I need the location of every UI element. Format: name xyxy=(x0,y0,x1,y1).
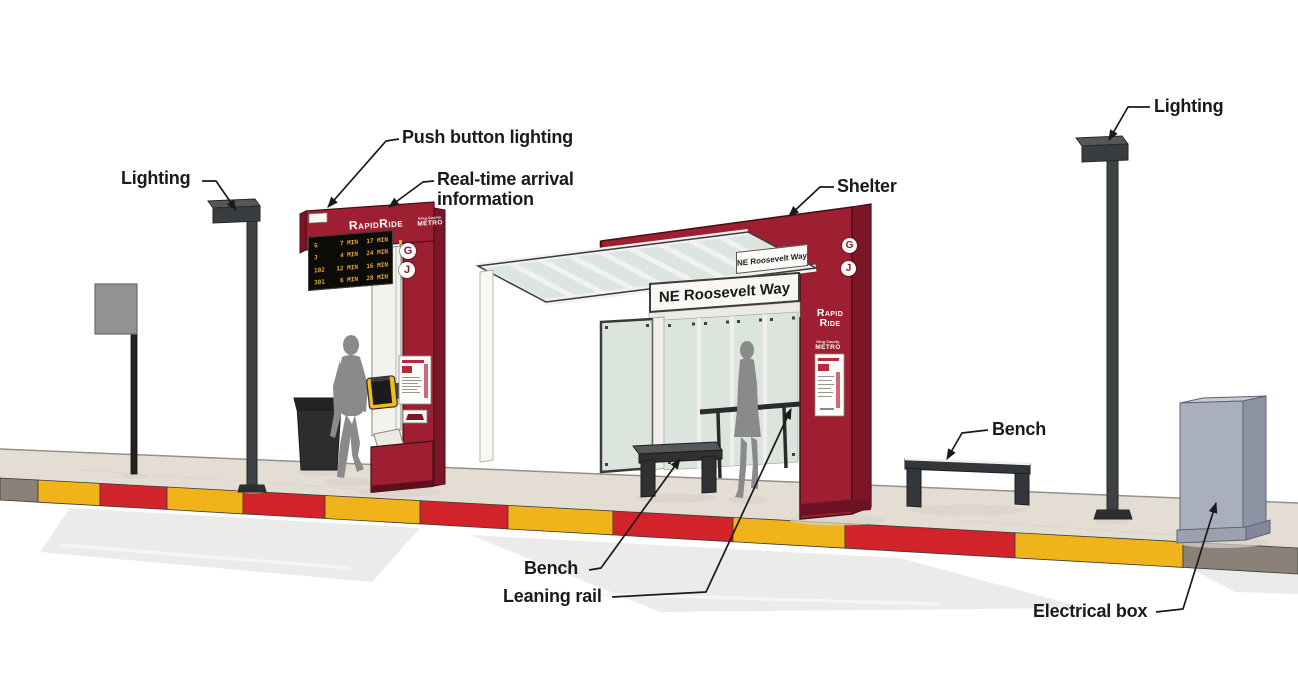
display-next: 6 MIN xyxy=(339,275,358,285)
display-row: J 4 MIN 24 MIN xyxy=(314,249,388,262)
man-silhouette xyxy=(330,335,368,478)
street-sign xyxy=(94,283,138,475)
realtime-display: G 7 MIN 17 MIN J 4 MIN 24 MIN 102 12 MIN… xyxy=(308,230,393,291)
light-pole-left xyxy=(207,198,267,493)
shelter-info-panel xyxy=(814,353,845,417)
glass-panels xyxy=(599,311,799,474)
canopy-support-post xyxy=(479,269,494,463)
display-route: 102 xyxy=(314,266,325,275)
light-pole-right xyxy=(1075,135,1133,520)
display-next: 4 MIN xyxy=(339,251,358,260)
street-shadows xyxy=(40,508,1298,612)
display-next: 12 MIN xyxy=(336,263,358,273)
leader-electrical-box xyxy=(1155,501,1218,613)
display-route: G xyxy=(314,242,318,250)
leader-bench-shelter xyxy=(588,458,681,571)
trash-can xyxy=(293,397,345,471)
shelter-brand-line2: Ride xyxy=(819,317,841,329)
kiosk-info-panel xyxy=(398,355,432,405)
display-later: 17 MIN xyxy=(366,236,388,246)
label-lighting-right: Lighting xyxy=(1154,96,1224,116)
display-row: 102 12 MIN 16 MIN xyxy=(314,261,388,274)
label-bench-outside: Bench xyxy=(992,419,1047,439)
display-route: J xyxy=(314,254,318,262)
shelter-route-badge-j: J xyxy=(841,261,856,276)
leader-lighting-left xyxy=(202,180,237,211)
label-shelter: Shelter xyxy=(837,176,897,196)
display-next: 7 MIN xyxy=(339,238,358,248)
electrical-box xyxy=(1176,395,1271,544)
label-leaning-rail: Leaning rail xyxy=(503,586,602,606)
display-later: 24 MIN xyxy=(366,248,388,258)
label-bench-shelter: Bench xyxy=(524,558,579,578)
rapidride-kiosk xyxy=(299,201,446,493)
shelter-brand-line1: Rapid xyxy=(816,307,844,319)
shelter-bench xyxy=(632,441,723,498)
label-realtime-arrival: Real-time arrival information xyxy=(437,169,574,209)
woman-silhouette xyxy=(734,341,761,498)
leader-realtime xyxy=(388,180,435,208)
push-button-light xyxy=(308,212,328,224)
orca-card-reader xyxy=(366,375,402,410)
bench-outside xyxy=(904,457,1031,508)
shelter-metro-logo: King County METRO xyxy=(811,340,845,351)
kiosk-route-badge-j: J xyxy=(399,262,415,278)
kiosk-plaque xyxy=(402,409,428,424)
kiosk-metro-logo: King County METRO xyxy=(416,215,445,228)
shelter-brand-text: Rapid Ride xyxy=(810,307,850,329)
leader-push-button xyxy=(327,138,400,208)
shelter-agency-small: King County xyxy=(816,340,840,344)
display-route: 301 xyxy=(314,278,325,287)
label-electrical-box: Electrical box xyxy=(1033,601,1148,621)
curb xyxy=(0,477,1298,575)
leader-leaning-rail xyxy=(611,408,792,598)
label-push-button-lighting: Push button lighting xyxy=(402,127,573,147)
display-later: 16 MIN xyxy=(366,261,388,270)
leader-shelter xyxy=(788,186,834,217)
leader-bench-outside xyxy=(946,429,989,460)
label-lighting-left: Lighting xyxy=(121,168,191,188)
display-row: 301 6 MIN 28 MIN xyxy=(314,273,388,286)
display-later: 28 MIN xyxy=(366,273,388,283)
leader-lighting-right xyxy=(1108,106,1150,141)
display-row: G 7 MIN 17 MIN xyxy=(314,236,388,249)
leader-lines xyxy=(202,106,1218,613)
shelter-route-badge-g: G xyxy=(842,238,857,253)
shelter-agency-name: METRO xyxy=(815,344,841,351)
kiosk-route-badge-g: G xyxy=(400,243,416,259)
